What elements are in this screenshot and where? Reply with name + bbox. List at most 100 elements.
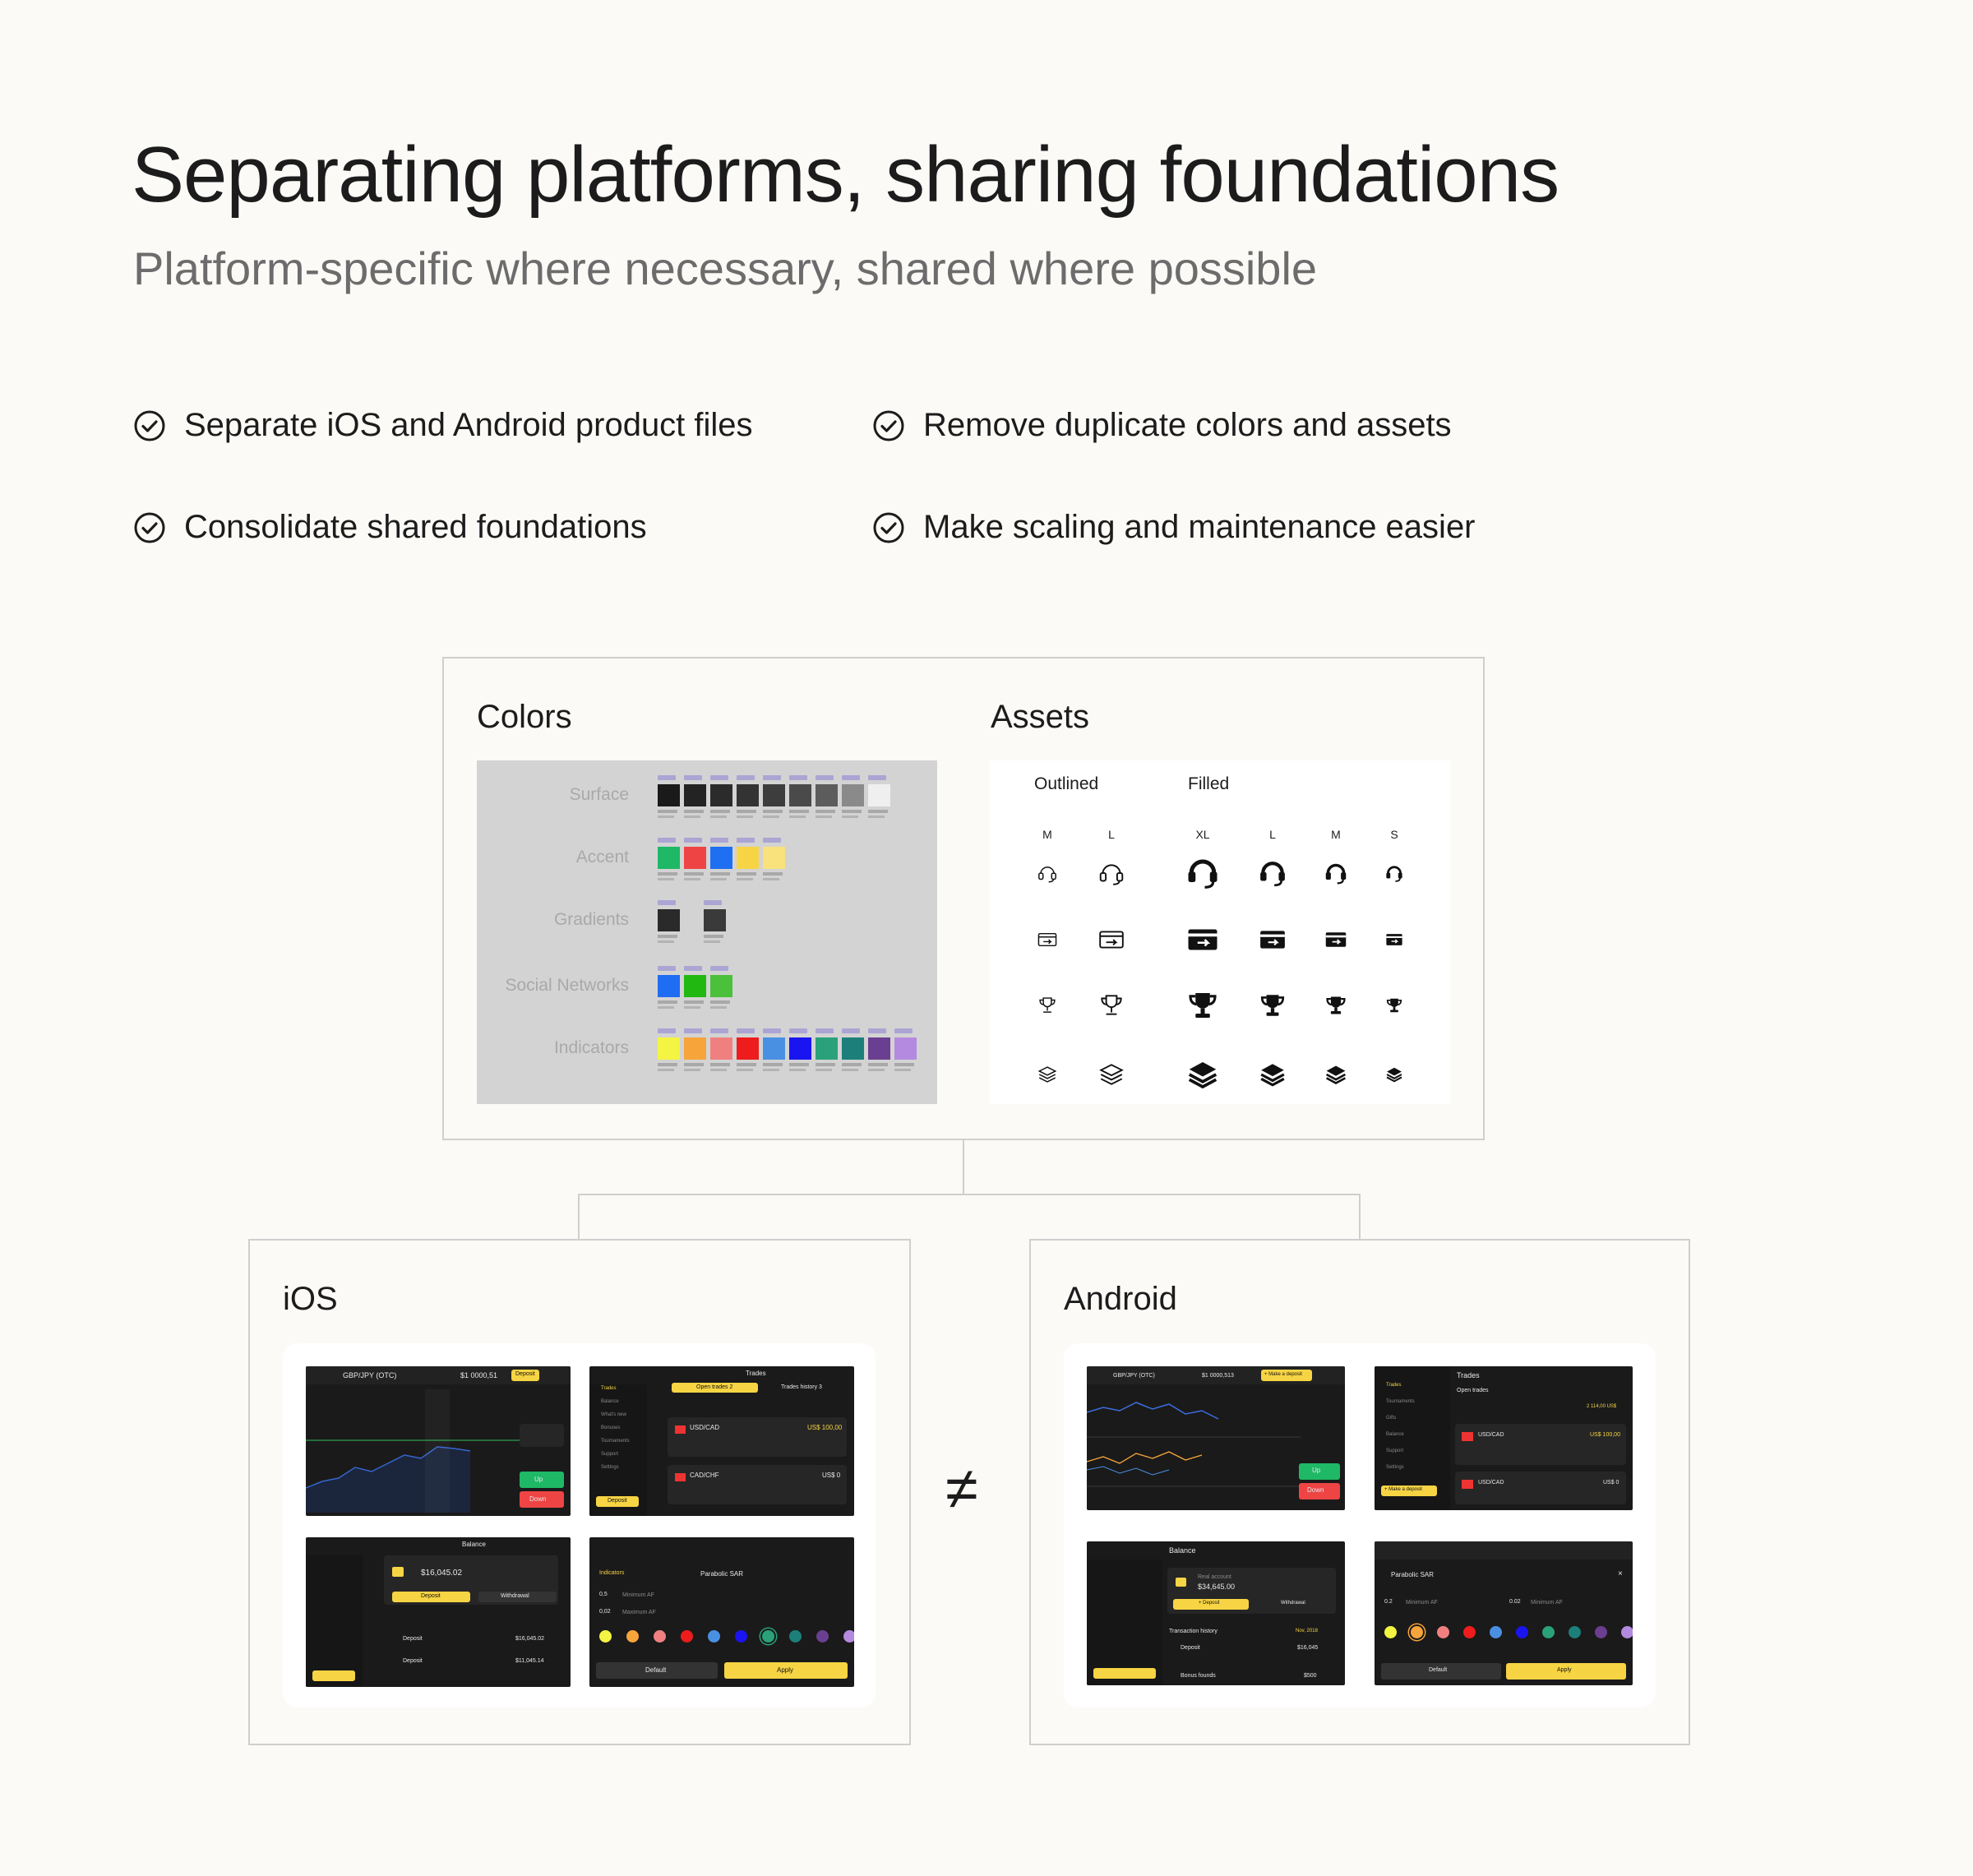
up-button[interactable] (520, 1472, 564, 1488)
sidebar-item[interactable]: Gifts (1386, 1416, 1397, 1421)
section-title: Open trades (1457, 1388, 1489, 1393)
android-trading-screen: GBP/JPY (OTC) $1 0000,513 + Make a depos… (1087, 1366, 1345, 1510)
sidebar-item[interactable]: Bonuses (601, 1425, 621, 1430)
color-option[interactable] (1595, 1626, 1607, 1638)
size-label: S (1390, 828, 1398, 841)
deposit-button[interactable] (596, 1496, 639, 1507)
color-option[interactable] (1490, 1626, 1502, 1638)
deposit-button-sidebar[interactable] (312, 1670, 355, 1681)
close-icon[interactable]: × (1618, 1569, 1623, 1578)
color-option[interactable] (1542, 1626, 1555, 1638)
transaction-value: $16,045 (1297, 1645, 1319, 1651)
field-value[interactable]: 0.2 (1384, 1599, 1393, 1605)
color-swatch (684, 1028, 707, 1071)
tab-history[interactable]: Trades history 3 (781, 1384, 822, 1390)
color-option[interactable] (1516, 1626, 1528, 1638)
color-option[interactable] (1569, 1626, 1581, 1638)
default-button[interactable] (596, 1662, 718, 1679)
sidebar-item[interactable]: Balance (601, 1399, 619, 1404)
trophy-icon (1326, 996, 1346, 1014)
sidebar-item[interactable]: Trades (601, 1386, 617, 1391)
size-label: L (1269, 828, 1276, 841)
asset-name: GBP/JPY (OTC) (1113, 1373, 1155, 1379)
sidebar-item[interactable]: Trades (1386, 1383, 1402, 1388)
ios-indicator-screen: Indicators Parabolic SAR 0,5 Minimum AF … (589, 1537, 854, 1687)
account-balance: $1 0000,513 (1202, 1373, 1234, 1379)
color-swatch (710, 775, 733, 818)
sidebar-item[interactable]: What's new (601, 1412, 626, 1417)
sidebar-item[interactable]: Tournaments (601, 1439, 630, 1444)
trade-card[interactable] (668, 1465, 847, 1504)
color-option[interactable] (1437, 1626, 1449, 1638)
apply-button[interactable] (724, 1662, 848, 1679)
trade-card[interactable] (1455, 1424, 1626, 1465)
field-value[interactable]: 0,02 (599, 1609, 611, 1615)
color-option[interactable] (1384, 1626, 1397, 1638)
trade-card[interactable] (1455, 1472, 1626, 1504)
color-option[interactable] (626, 1630, 639, 1643)
color-option[interactable] (599, 1630, 612, 1643)
color-option[interactable] (843, 1630, 854, 1643)
not-equal-symbol: ≠ (945, 1456, 978, 1522)
ios-title: iOS (283, 1281, 338, 1317)
android-title: Android (1064, 1281, 1177, 1317)
connector-line (578, 1194, 1361, 1195)
trade-card[interactable] (668, 1417, 847, 1457)
sidebar-item[interactable]: Support (601, 1452, 619, 1457)
trophy-icon (1386, 998, 1402, 1013)
trade-pair: USD/CAD (1478, 1480, 1504, 1486)
card-transfer-icon (1037, 932, 1057, 947)
color-option[interactable] (1411, 1626, 1423, 1638)
color-option[interactable] (789, 1630, 802, 1643)
color-swatch (763, 1028, 786, 1071)
trade-pair: USD/CAD (1478, 1432, 1504, 1438)
field-value[interactable]: 0.02 (1509, 1599, 1521, 1605)
down-button[interactable] (1299, 1483, 1340, 1499)
color-option[interactable] (1621, 1626, 1633, 1638)
sidebar-item[interactable]: Tournaments (1386, 1399, 1415, 1404)
field-label: Minimum AF (622, 1592, 654, 1598)
up-button[interactable] (1299, 1463, 1340, 1480)
sidebar-item[interactable]: Settings (1386, 1465, 1404, 1470)
deposit-button[interactable] (1381, 1486, 1437, 1496)
field-value[interactable]: 0,5 (599, 1592, 608, 1597)
color-option[interactable] (816, 1630, 829, 1643)
trade-pair: USD/CAD (690, 1424, 720, 1431)
color-option[interactable] (654, 1630, 666, 1643)
size-label: M (1331, 828, 1341, 841)
tab-open-trades[interactable] (672, 1383, 758, 1393)
sidebar-item[interactable]: Settings (601, 1465, 619, 1470)
headset-icon (1386, 866, 1402, 882)
color-option[interactable] (762, 1630, 774, 1643)
deposit-button[interactable] (511, 1370, 539, 1381)
deposit-button-sidebar[interactable] (1093, 1668, 1156, 1679)
color-option[interactable] (708, 1630, 720, 1643)
withdrawal-button[interactable] (478, 1592, 557, 1602)
deposit-button[interactable] (1173, 1599, 1249, 1610)
color-option[interactable] (681, 1630, 693, 1643)
sidebar-item[interactable]: Balance (1386, 1432, 1404, 1437)
bullet-text: Separate iOS and Android product files (184, 407, 753, 443)
color-swatch (710, 966, 733, 1009)
flag-icon (1462, 1432, 1473, 1441)
color-swatch (737, 1028, 760, 1071)
back-link[interactable]: Indicators (599, 1570, 625, 1576)
color-option[interactable] (735, 1630, 747, 1643)
bullet-text: Remove duplicate colors and assets (923, 407, 1452, 443)
trade-pair: CAD/CHF (690, 1472, 719, 1479)
sidebar-item[interactable]: Support (1386, 1449, 1404, 1453)
timer-card (520, 1424, 564, 1447)
color-swatch (658, 900, 681, 943)
deposit-button[interactable] (1261, 1370, 1312, 1381)
default-button[interactable] (1381, 1663, 1501, 1680)
down-button[interactable] (520, 1491, 564, 1508)
wallet-icon (1176, 1578, 1186, 1587)
bullet-item: Separate iOS and Android product files (133, 407, 753, 444)
color-option[interactable] (1463, 1626, 1476, 1638)
apply-button[interactable] (1506, 1663, 1626, 1680)
withdrawal-button[interactable]: Withdrawal (1281, 1601, 1305, 1606)
deposit-button[interactable] (392, 1592, 470, 1602)
connector-line (963, 1139, 964, 1194)
